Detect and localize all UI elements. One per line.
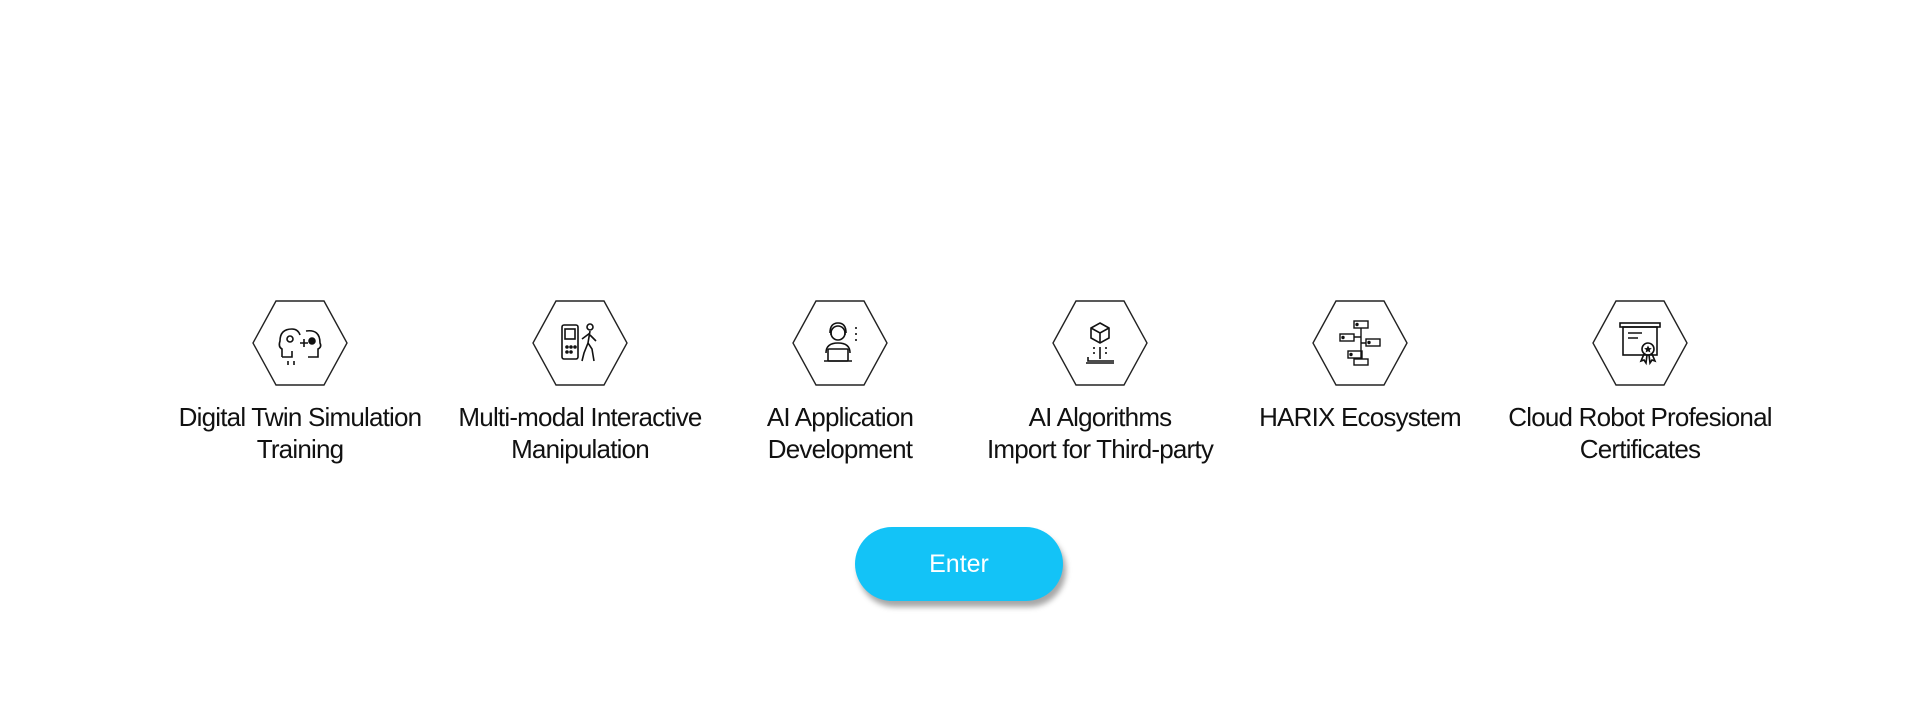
feature-ai-app-dev[interactable]: AI Application Development [700,300,980,465]
feature-label: Digital Twin Simulation Training [160,401,440,465]
feature-list: Digital Twin Simulation Training Multi-m… [0,300,1920,480]
multimodal-interaction-icon [561,323,597,362]
feature-label: Multi-modal Interactive Manipulation [440,401,720,465]
ecosystem-network-icon [1339,320,1381,366]
hexagon-badge [1312,300,1408,386]
feature-multimodal[interactable]: Multi-modal Interactive Manipulation [440,300,720,465]
hexagon-badge [532,300,628,386]
enter-button[interactable]: Enter [855,527,1063,601]
feature-label-line: Multi-modal Interactive [458,402,702,432]
certificate-icon [1619,322,1661,366]
feature-label-line: Digital Twin Simulation [178,402,422,432]
feature-label: Cloud Robot Profesional Certificates [1500,401,1780,465]
digital-twin-icon [278,328,322,365]
feature-label-line: AI Application [766,402,914,432]
hexagon-badge [1592,300,1688,386]
feature-digital-twin[interactable]: Digital Twin Simulation Training [160,300,440,465]
feature-label-line: Cloud Robot Profesional [1508,402,1772,432]
algorithm-import-icon [1086,322,1114,364]
feature-label-line: Import for Third-party [986,434,1214,464]
feature-label: AI Application Development [700,401,980,465]
feature-label-line: Certificates [1579,434,1701,464]
developer-laptop-icon [824,322,857,362]
feature-harix-ecosystem[interactable]: HARIX Ecosystem [1220,300,1500,433]
feature-label: AI Algorithms Import for Third-party [960,401,1240,465]
feature-label-line: Development [767,434,913,464]
feature-label: HARIX Ecosystem [1220,401,1500,433]
feature-ai-algorithms[interactable]: AI Algorithms Import for Third-party [960,300,1240,465]
feature-certificates[interactable]: Cloud Robot Profesional Certificates [1500,300,1780,465]
feature-label-line: Manipulation [511,434,650,464]
feature-label-line: HARIX Ecosystem [1259,402,1462,432]
hexagon-badge [252,300,348,386]
feature-label-line: AI Algorithms [1028,402,1173,432]
hexagon-badge [1052,300,1148,386]
feature-label-line: Training [256,434,344,464]
hexagon-badge [792,300,888,386]
